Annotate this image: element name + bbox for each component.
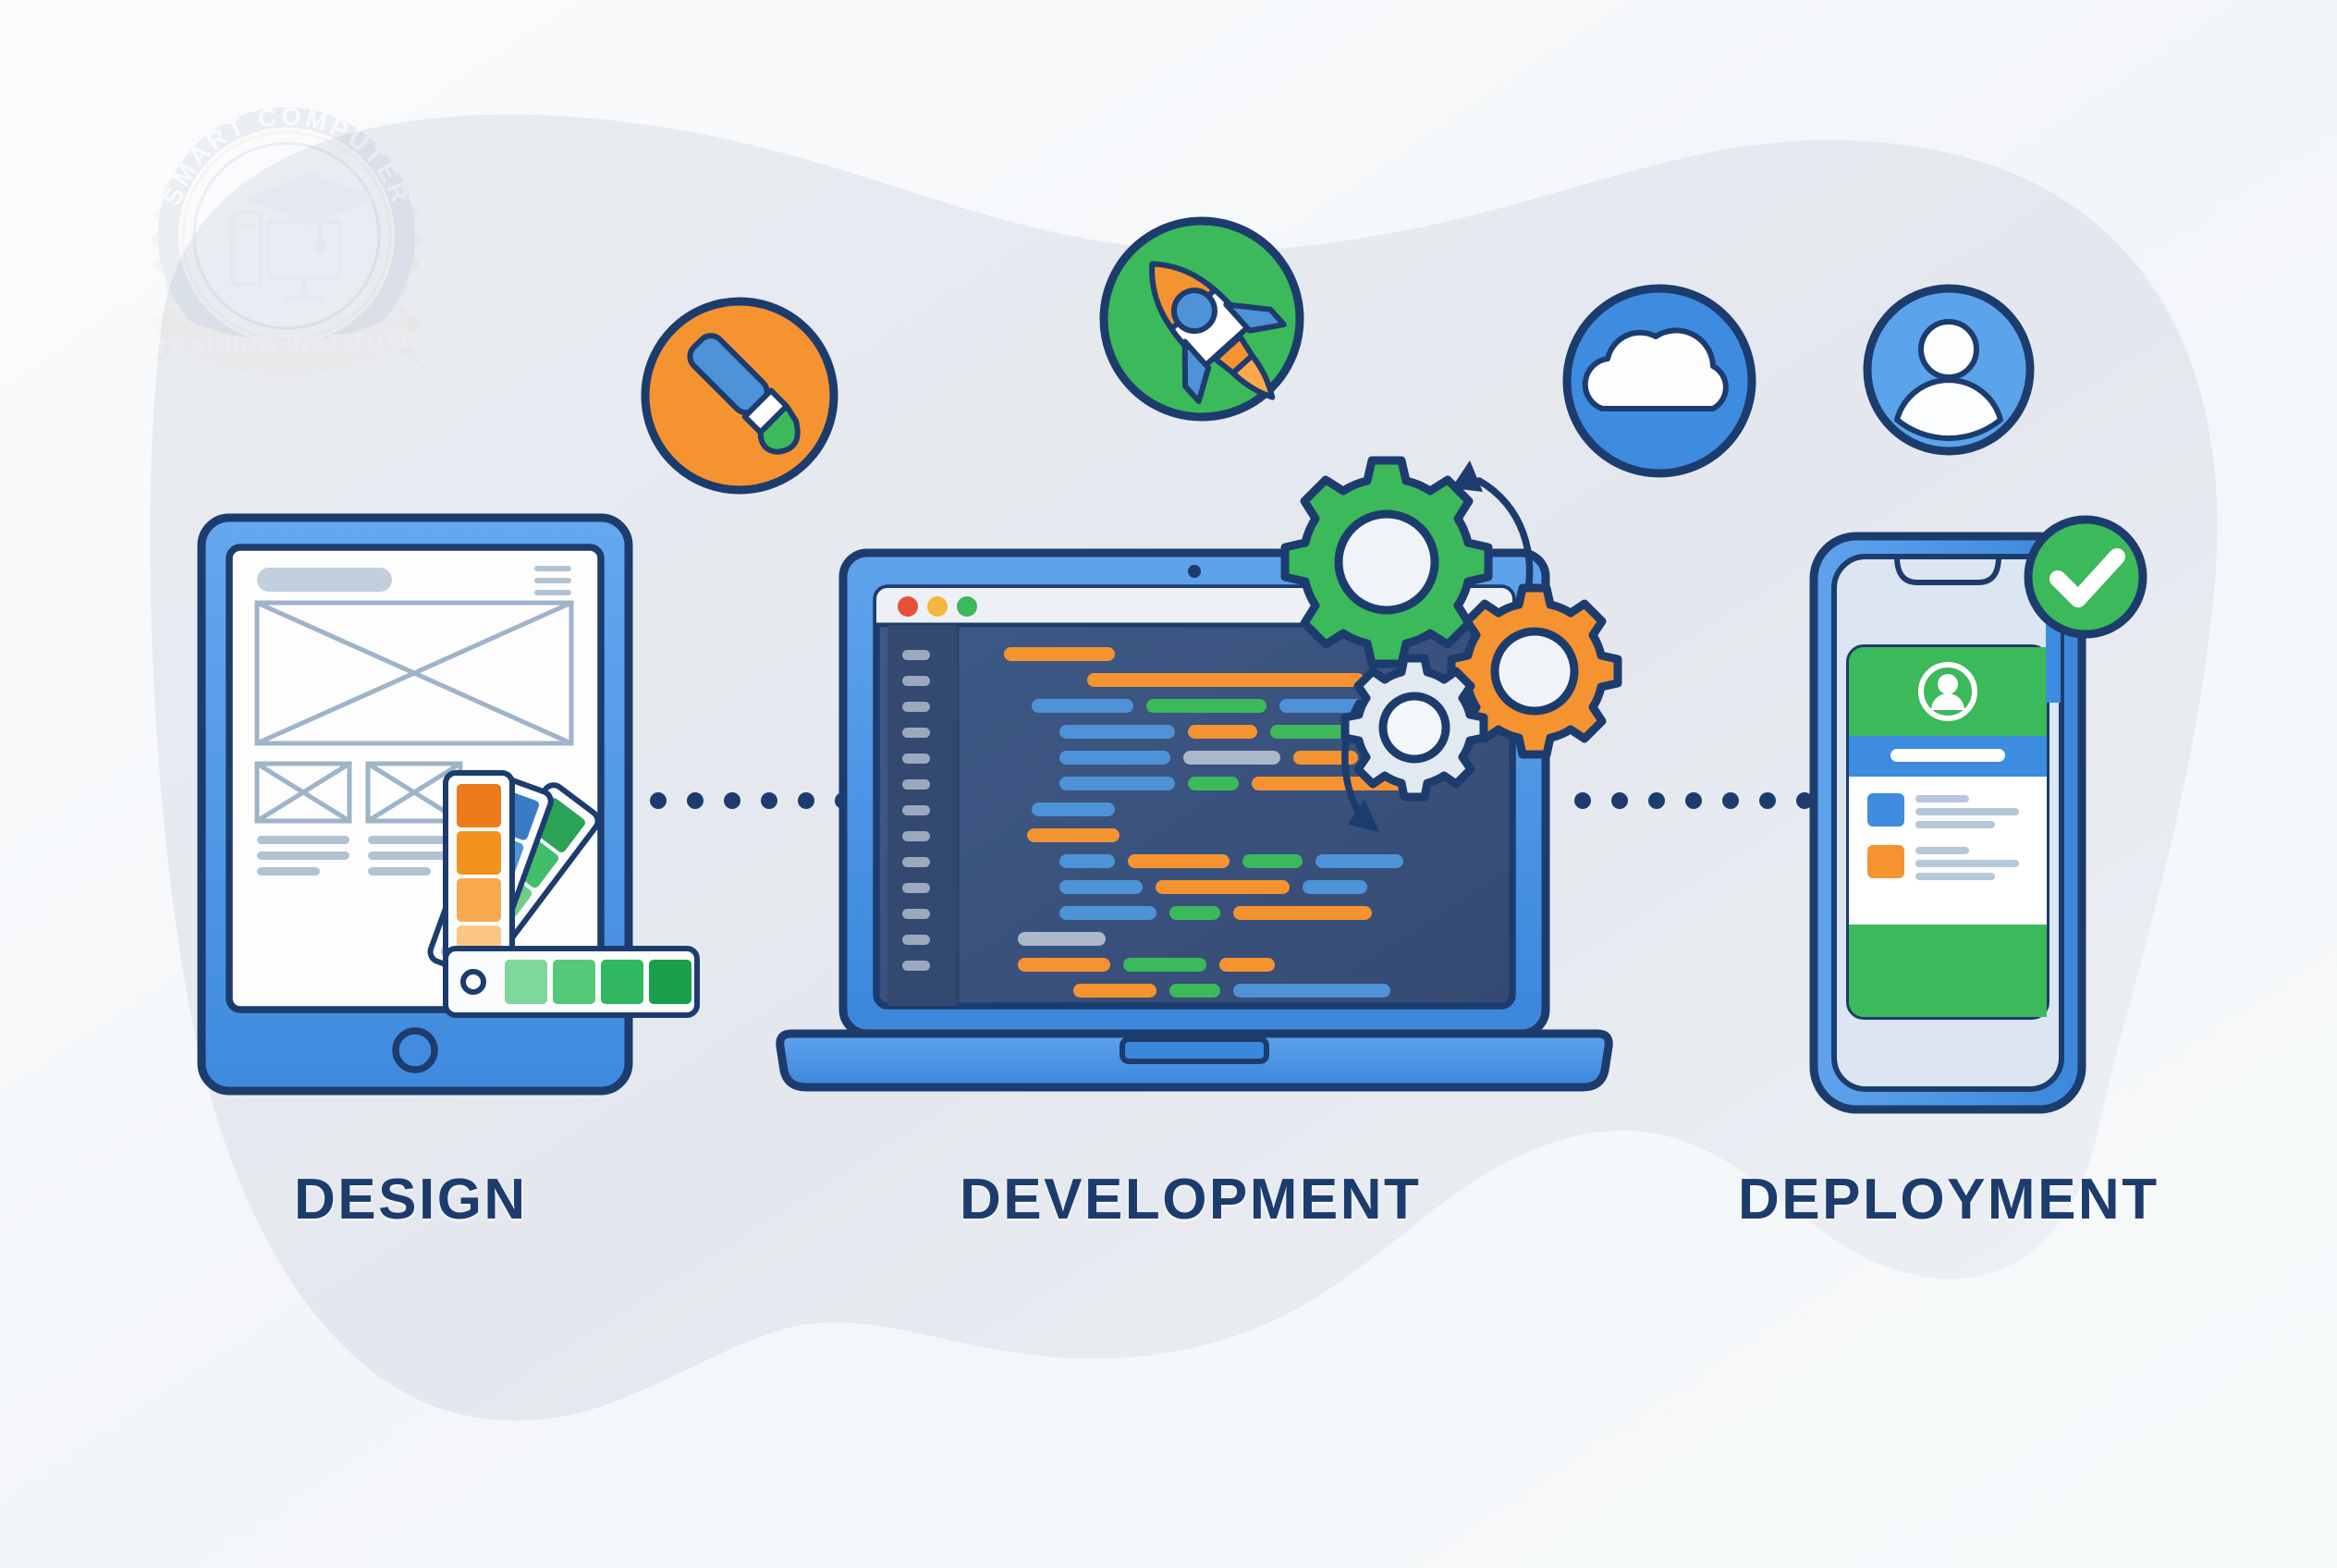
code-token [1032, 802, 1115, 816]
code-token [1027, 828, 1120, 842]
white-pill [1890, 749, 2005, 762]
code-token [1242, 854, 1303, 868]
minimize-button [927, 596, 948, 617]
list-row-orange [1867, 845, 2019, 880]
gear-gray [1340, 654, 1488, 802]
code-token [1018, 932, 1106, 946]
wireframe-text-lines [257, 836, 460, 876]
stage-label-design: DESIGN [294, 1168, 528, 1231]
code-token [1059, 880, 1143, 894]
list-row-blue [1867, 793, 2019, 828]
code-editor-lines [1004, 647, 1432, 998]
code-token [1059, 751, 1170, 765]
code-token [1059, 725, 1175, 739]
code-token [1219, 958, 1275, 972]
code-token [1315, 854, 1403, 868]
gear-cluster[interactable] [1280, 456, 1622, 832]
hamburger-menu-icon[interactable] [534, 566, 571, 595]
green-base-deck [443, 946, 700, 1018]
rocket-icon[interactable] [1099, 216, 1315, 435]
user-avatar-icon-floating[interactable] [1863, 284, 2035, 456]
code-token [1169, 906, 1220, 920]
color-swatch-fan[interactable] [427, 770, 700, 1018]
gear-orange [1447, 583, 1622, 759]
code-token [1059, 854, 1115, 868]
code-token [1128, 854, 1230, 868]
code-token [1146, 699, 1266, 713]
traffic-light-buttons[interactable] [898, 596, 977, 617]
code-token [1004, 647, 1115, 661]
connector-development-to-deployment [1574, 792, 1813, 809]
code-token [1188, 777, 1239, 790]
wireframe-title-pill [257, 568, 392, 592]
code-token [1018, 958, 1110, 972]
code-token [1188, 725, 1257, 739]
code-token [1059, 777, 1175, 790]
deployment-phone-device[interactable] [1809, 515, 2147, 1114]
paintbrush-icon[interactable] [641, 297, 838, 495]
code-gutter-line-marks [902, 650, 930, 971]
cloud-icon[interactable] [1562, 284, 1756, 478]
close-button [898, 596, 918, 617]
wireframe-hero-placeholder [254, 600, 574, 746]
app-footer [1849, 925, 2047, 1017]
code-token [1059, 906, 1156, 920]
success-check-badge [2024, 515, 2147, 639]
code-token [1169, 984, 1220, 998]
maximize-button [957, 596, 977, 617]
code-token [1156, 880, 1290, 894]
orange-deck [443, 770, 515, 977]
code-token [1123, 958, 1206, 972]
stage-label-deployment: DEPLOYMENT [1738, 1168, 2160, 1231]
code-token [1073, 984, 1156, 998]
code-token [1303, 880, 1367, 894]
code-token [1233, 984, 1390, 998]
code-token [1233, 906, 1372, 920]
user-avatar-icon [1918, 662, 1977, 721]
code-token [1032, 699, 1133, 713]
code-token [1087, 673, 1364, 687]
code-token [1183, 751, 1280, 765]
gear-green [1280, 456, 1493, 668]
stage-label-development: DEVELOPMENT [960, 1168, 1422, 1231]
wireframe-thumb-left [254, 761, 352, 824]
connector-design-to-development [613, 792, 851, 809]
